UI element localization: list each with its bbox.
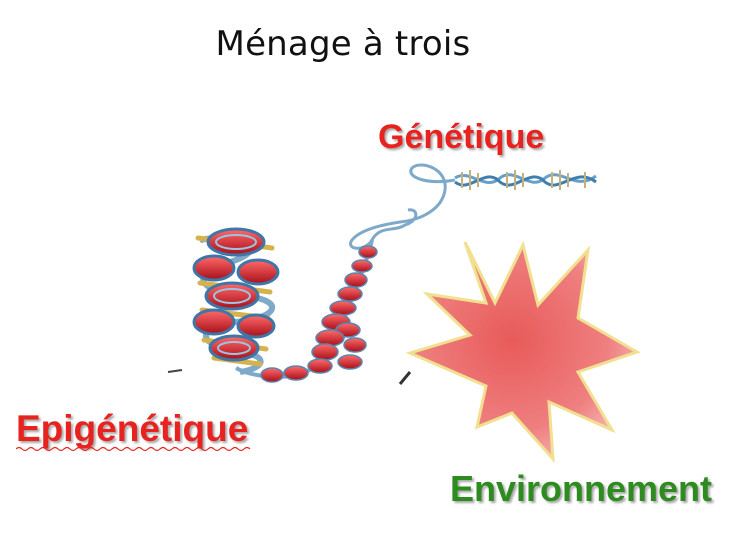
label-environnement: Environnement bbox=[450, 468, 713, 509]
label-epigenetique: Epigénétique bbox=[16, 408, 249, 449]
spellcheck-underline bbox=[16, 446, 251, 452]
dna-helix-icon bbox=[349, 163, 597, 250]
chromatin-fiber-icon bbox=[167, 227, 412, 385]
burst-star-icon bbox=[405, 240, 641, 464]
page-title: Ménage à trois bbox=[215, 24, 471, 64]
label-genetique: Génétique bbox=[378, 118, 545, 156]
